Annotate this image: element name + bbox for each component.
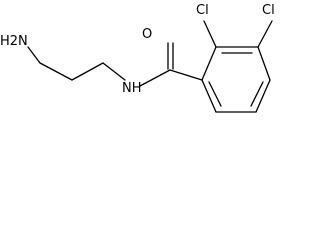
chlorine-2-label: Cl xyxy=(196,3,209,18)
bond-h2n-c1 xyxy=(27,46,41,64)
carbonyl-oxygen-label: O xyxy=(142,27,152,42)
bond-nh-carbonyl xyxy=(139,69,171,87)
ring-bond-6 xyxy=(201,79,217,113)
amide-nitrogen-label: NH xyxy=(122,81,142,96)
amine-label: H2N xyxy=(0,34,28,49)
bond-ring-cl2 xyxy=(203,20,217,48)
ring-bond-4 xyxy=(255,79,271,113)
atom-labels: H2N NH O Cl Cl xyxy=(0,3,275,96)
bond-c3-nh xyxy=(102,62,126,81)
bond-c1-c2 xyxy=(39,62,73,81)
ring-bond-1 xyxy=(201,46,217,81)
structure-diagram: H2N NH O Cl Cl xyxy=(0,3,275,113)
bonds xyxy=(27,20,273,113)
chlorine-3-label: Cl xyxy=(262,3,275,18)
ring-inner-bond-3 xyxy=(208,81,222,107)
bond-carbonyl-ring xyxy=(169,69,203,81)
bond-c2-c3 xyxy=(71,62,104,81)
ring-bond-3 xyxy=(257,46,271,81)
bond-ring-cl3 xyxy=(257,20,273,48)
ring-inner-bond-2 xyxy=(250,81,264,107)
